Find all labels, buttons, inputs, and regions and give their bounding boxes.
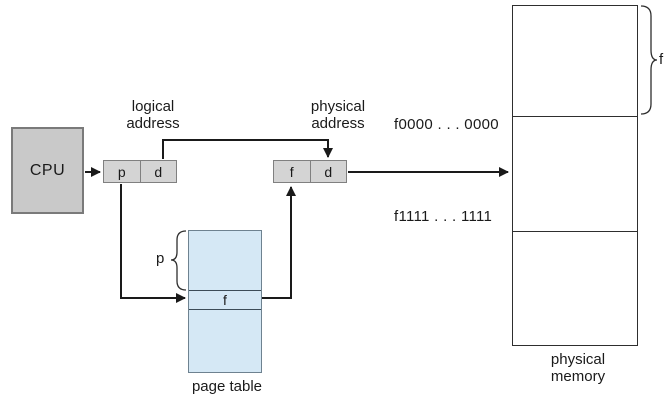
p-index-brace — [170, 230, 187, 291]
physical-address-caption: physical address — [310, 98, 366, 132]
cpu-label: CPU — [29, 161, 66, 179]
logical-address-caption: logical address — [126, 98, 180, 132]
page-table-frame-entry: f — [189, 290, 261, 310]
page-table-caption: page table — [191, 378, 263, 395]
memory-frame-divider — [513, 116, 637, 117]
frame-end-address-label: f1111 . . . 1111 — [394, 208, 493, 225]
logical-page-field: p — [104, 161, 141, 182]
physical-frame-field: f — [274, 161, 311, 182]
arrow-p-to-page-table — [120, 184, 186, 303]
arrow-page-table-to-f — [262, 186, 296, 299]
physical-offset-field: d — [324, 163, 333, 180]
page-table-box: f — [188, 230, 262, 373]
page-table-entry-value: f — [223, 292, 227, 308]
arrow-logical-to-physical-register — [162, 139, 333, 159]
cpu-box: CPU — [11, 127, 84, 214]
physical-address-register: f d — [273, 160, 347, 183]
f-brace-label: f — [659, 51, 664, 68]
physical-memory-box — [512, 5, 638, 346]
memory-frame-divider — [513, 231, 637, 232]
physical-memory-caption: physical memory — [550, 351, 606, 385]
logical-address-register: p d — [103, 160, 177, 183]
logical-offset-field: d — [154, 163, 163, 180]
p-brace-label: p — [156, 250, 165, 267]
f-frame-brace — [640, 5, 658, 115]
frame-start-address-label: f0000 . . . 0000 — [394, 116, 499, 133]
